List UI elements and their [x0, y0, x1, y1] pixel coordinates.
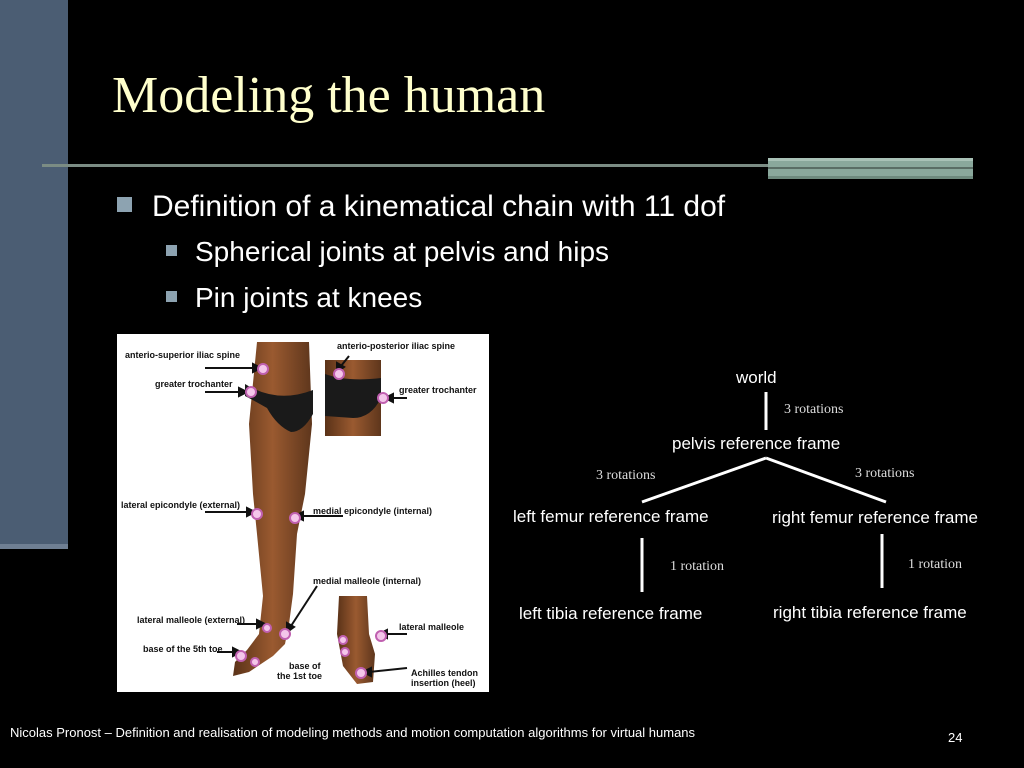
node-left-tibia: left tibia reference frame	[519, 604, 703, 623]
label-greater-trochanter-side: greater trochanter	[399, 385, 477, 395]
label-lateral-malleole: lateral malleole	[399, 622, 465, 632]
rotation-right-hip: 3 rotations	[855, 466, 915, 481]
bullet-sub-2: Pin joints at knees	[166, 282, 422, 314]
side-hip	[325, 360, 381, 436]
edge-pelvis-right-femur	[765, 456, 887, 504]
label-lateral-malleole-external: lateral malleole (external)	[137, 615, 246, 625]
front-leg	[233, 342, 313, 676]
kinematic-chain-edges	[640, 392, 887, 592]
landmark-markers	[235, 363, 389, 679]
left-accent-band-shadow	[0, 544, 68, 549]
footer-text: Nicolas Pronost – Definition and realisa…	[10, 725, 696, 740]
left-accent-band	[0, 0, 68, 548]
pointer-arrows	[205, 355, 408, 678]
kinematic-chain-diagram: world 3 rotations pelvis reference frame…	[490, 360, 1024, 660]
slide-title: Modeling the human	[112, 67, 546, 124]
bullet-square-icon	[166, 245, 177, 256]
rotation-world-pelvis: 3 rotations	[784, 402, 844, 417]
side-foot	[337, 596, 375, 684]
label-achilles-line2: insertion (heel)	[411, 678, 476, 688]
label-lateral-epicondyle: lateral epicondyle (external)	[121, 500, 241, 510]
node-world: world	[736, 368, 777, 387]
label-asis: anterio-superior iliac spine	[125, 350, 241, 360]
label-apis: anterio-posterior iliac spine	[337, 341, 456, 351]
page-number: 24	[948, 730, 963, 745]
node-right-femur: right femur reference frame	[772, 508, 978, 527]
title-divider	[42, 164, 772, 167]
bullet-sub-1: Spherical joints at pelvis and hips	[166, 236, 609, 268]
label-medial-epicondyle: medial epicondyle (internal)	[313, 506, 433, 516]
label-greater-trochanter-front: greater trochanter	[155, 379, 233, 389]
anatomy-figure: anterio-superior iliac spine greater tro…	[117, 334, 489, 692]
bullet-sub-2-text: Pin joints at knees	[195, 282, 423, 313]
label-achilles-line1: Achilles tendon	[411, 668, 479, 678]
bullet-square-icon	[166, 291, 177, 302]
label-first-toe-line2: the 1st toe	[277, 671, 323, 681]
bullet-main-text: Definition of a kinematical chain with 1…	[152, 190, 726, 223]
node-right-tibia: right tibia reference frame	[773, 603, 967, 622]
bullet-square-icon	[117, 197, 132, 212]
title-divider-accent	[768, 158, 973, 179]
rotation-left-hip: 3 rotations	[596, 468, 656, 483]
edge-pelvis-left-femur	[641, 456, 767, 504]
node-left-femur: left femur reference frame	[513, 507, 709, 526]
rotation-right-knee: 1 rotation	[908, 557, 963, 572]
leg-illustration	[205, 342, 408, 684]
label-first-toe-line1: base of	[289, 661, 321, 671]
bullet-main: Definition of a kinematical chain with 1…	[117, 190, 725, 224]
rotation-left-knee: 1 rotation	[670, 559, 725, 574]
label-medial-malleole: medial malleole (internal)	[313, 576, 422, 586]
label-fifth-toe: base of the 5th toe	[143, 644, 223, 654]
bullet-sub-1-text: Spherical joints at pelvis and hips	[195, 236, 610, 267]
title-divider-accent-line	[768, 167, 973, 169]
node-pelvis: pelvis reference frame	[672, 434, 841, 453]
